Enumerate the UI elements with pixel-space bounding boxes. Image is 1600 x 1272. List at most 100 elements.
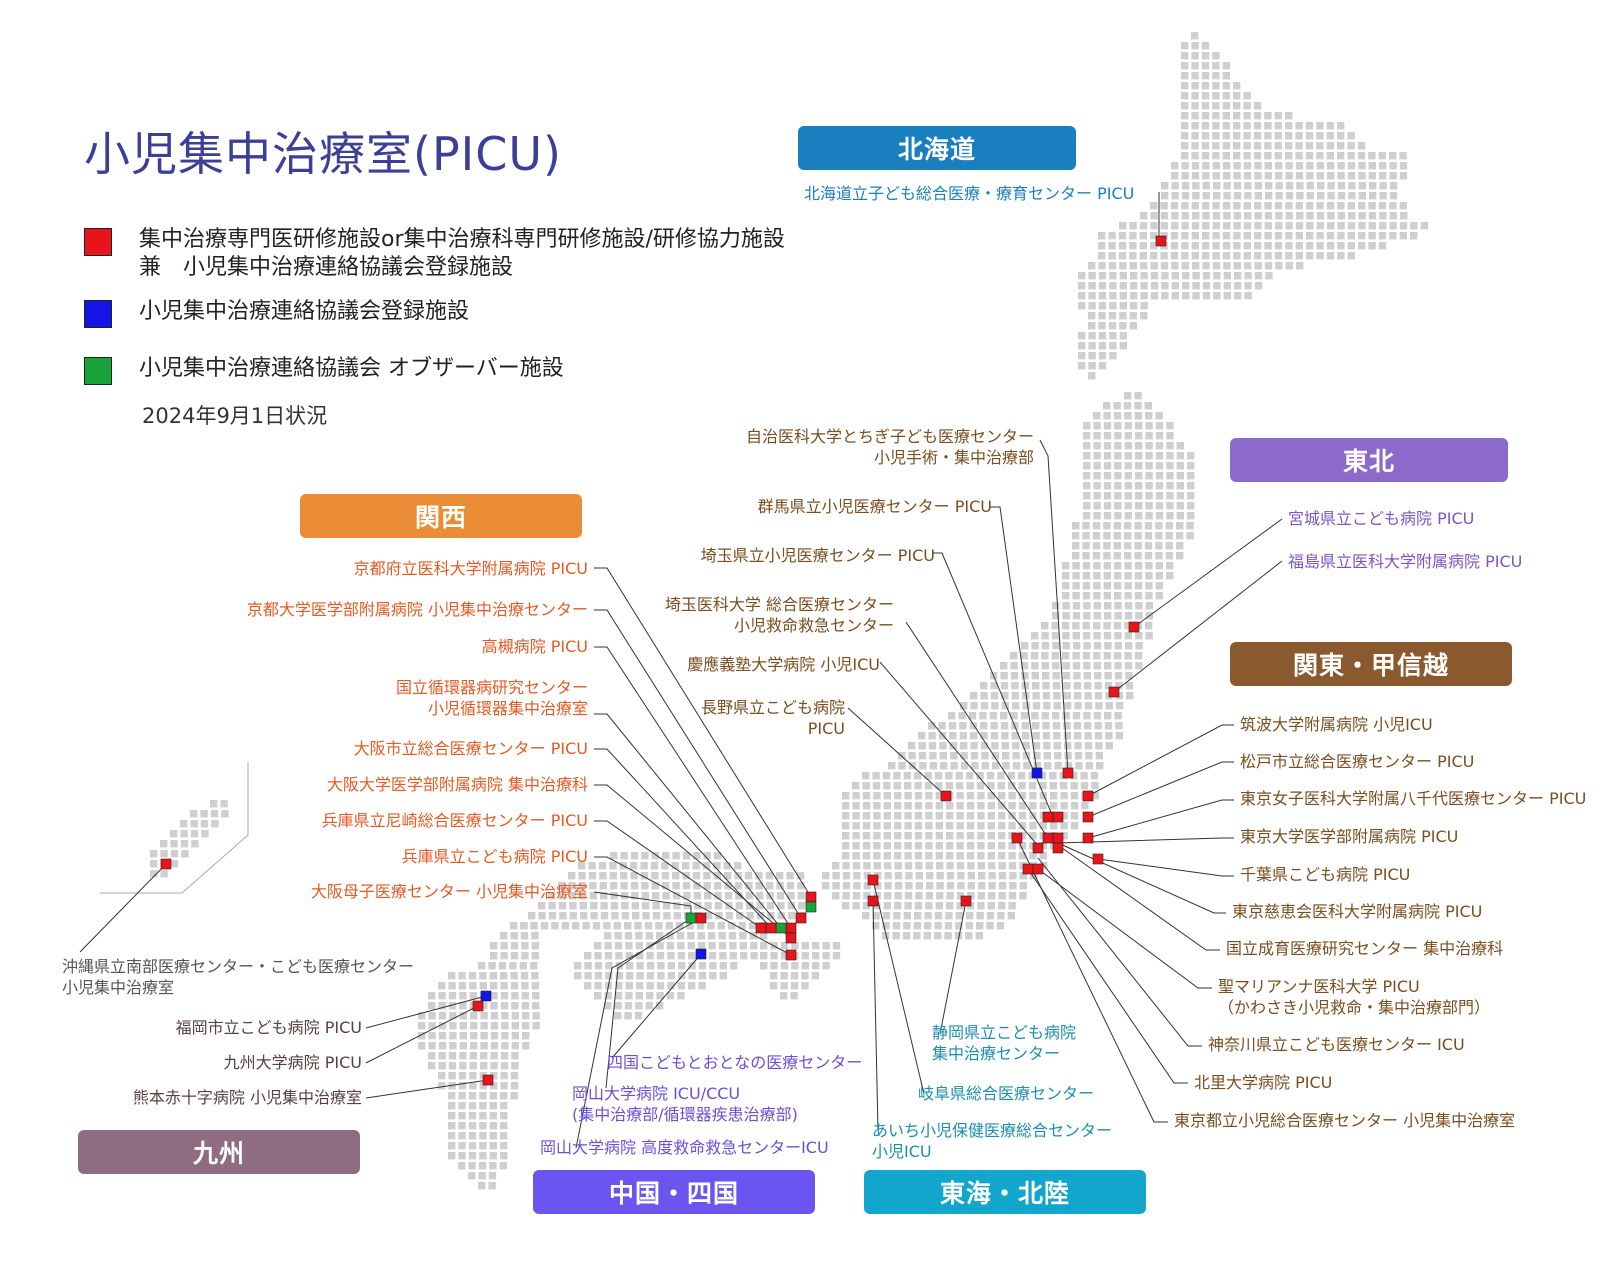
map-cell	[945, 782, 953, 790]
map-cell	[1295, 172, 1304, 180]
map-cell	[1124, 522, 1132, 530]
map-cell	[468, 1172, 476, 1180]
map-cell	[1098, 342, 1107, 350]
map-cell	[1191, 102, 1199, 110]
map-cell	[1150, 252, 1158, 260]
map-cell	[1139, 222, 1148, 230]
map-cell	[1212, 62, 1220, 70]
map-cell	[1316, 242, 1324, 250]
map-cell	[1093, 492, 1101, 500]
map-cell	[624, 922, 632, 930]
map-cell	[500, 932, 508, 940]
facility-label: 四国こどもとおとなの医療センター	[607, 1053, 863, 1072]
map-cell	[170, 840, 178, 848]
map-cell	[978, 872, 986, 880]
map-cell	[1088, 322, 1096, 330]
map-cell	[1378, 242, 1387, 250]
map-cell	[1135, 632, 1143, 640]
map-cell	[459, 1062, 467, 1070]
map-cell	[1062, 712, 1070, 720]
legend-label: 集中治療専門医研修施設or集中治療科専門研修施設/研修協力施設 兼 小児集中治療…	[139, 227, 785, 280]
map-cell	[1285, 242, 1293, 250]
map-cell	[579, 892, 587, 900]
map-cell	[636, 982, 644, 990]
map-cell	[1155, 532, 1163, 540]
map-cell	[1144, 402, 1152, 410]
map-cell	[1171, 262, 1179, 270]
map-cell	[468, 1162, 476, 1170]
map-cell	[1062, 612, 1070, 620]
map-cell	[1244, 282, 1252, 290]
map-cell	[1379, 162, 1387, 170]
map-cell	[1042, 682, 1050, 690]
map-cell	[636, 962, 644, 970]
map-cell	[977, 792, 985, 800]
map-cell	[1093, 442, 1101, 450]
map-cell	[883, 902, 891, 910]
map-cell	[1023, 762, 1031, 770]
map-cell	[842, 862, 850, 870]
map-cell	[1295, 162, 1304, 170]
map-cell	[531, 982, 539, 990]
map-cell	[636, 952, 644, 960]
map-cell	[662, 902, 671, 910]
map-cell	[791, 962, 799, 970]
facility-marker	[805, 891, 817, 903]
map-cell	[1140, 312, 1148, 320]
map-cell	[1053, 732, 1061, 740]
map-cell	[1072, 612, 1081, 620]
map-cell	[636, 972, 644, 980]
map-cell	[698, 972, 707, 980]
map-cell	[1358, 212, 1366, 220]
map-cell	[1001, 742, 1009, 750]
map-cell	[1233, 212, 1241, 220]
facility-label: 北里大学病院 PICU	[1194, 1073, 1333, 1092]
map-cell	[635, 942, 643, 950]
map-cell	[987, 812, 995, 820]
map-cell	[510, 982, 519, 990]
map-cell	[925, 892, 933, 900]
map-cell	[1000, 662, 1008, 670]
map-cell	[832, 942, 841, 950]
map-cell	[1202, 242, 1210, 250]
map-cell	[960, 752, 968, 760]
facility-marker	[1155, 235, 1167, 247]
map-cell	[1379, 212, 1387, 220]
map-cell	[1265, 272, 1273, 280]
map-cell	[438, 1022, 447, 1030]
map-cell	[1145, 432, 1153, 440]
map-cell	[1129, 322, 1137, 330]
map-cell	[480, 1022, 488, 1030]
map-cell	[978, 882, 986, 890]
map-cell	[1009, 872, 1017, 880]
map-cell	[1202, 222, 1210, 230]
map-cell	[1170, 252, 1179, 260]
red-square-icon	[84, 228, 112, 256]
map-cell	[760, 942, 768, 950]
map-cell	[1212, 102, 1220, 110]
map-cell	[693, 882, 701, 890]
map-cell	[1032, 732, 1040, 740]
map-cell	[448, 1072, 456, 1080]
map-cell	[1115, 722, 1123, 730]
map-cell	[1187, 512, 1195, 520]
map-cell	[480, 1002, 488, 1010]
map-cell	[1032, 702, 1041, 710]
map-cell	[1181, 252, 1189, 260]
map-cell	[977, 832, 985, 840]
legend-item-red: 集中治療専門医研修施設or集中治療科専門研修施設/研修協力施設 兼 小児集中治療…	[84, 226, 785, 282]
map-cell	[1022, 692, 1030, 700]
map-cell	[1326, 232, 1335, 240]
map-cell	[657, 972, 665, 980]
facility-label: 群馬県立小児医療センター PICU	[757, 497, 992, 516]
map-cell	[625, 942, 633, 950]
map-cell	[977, 802, 985, 810]
map-cell	[1155, 552, 1163, 560]
map-cell	[1399, 202, 1407, 210]
map-cell	[1176, 512, 1184, 520]
map-cell	[1072, 652, 1080, 660]
map-cell	[934, 932, 942, 940]
map-cell	[438, 982, 446, 990]
map-cell	[1041, 622, 1049, 630]
map-cell	[1008, 902, 1016, 910]
